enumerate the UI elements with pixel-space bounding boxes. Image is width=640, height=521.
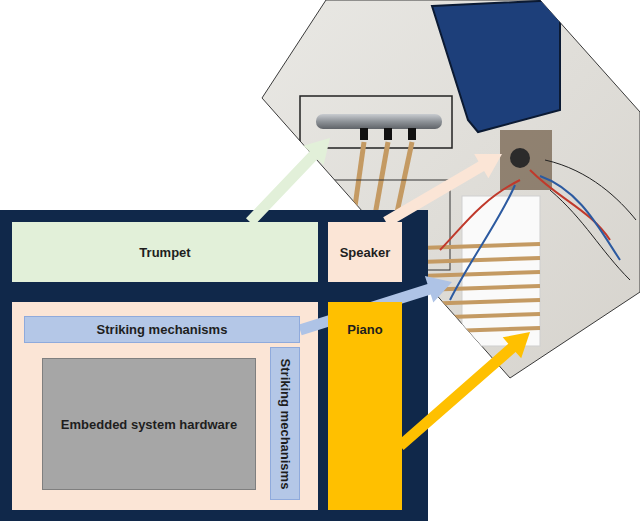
speaker-cone [510,148,530,168]
node-label: Piano [347,322,382,337]
node-label: Striking mechanisms [97,322,228,337]
instrument-box: Trumpet [12,222,318,282]
leader-arrow [383,154,502,227]
wires [545,160,636,280]
valve [384,128,392,140]
trumpet-tube [316,114,442,129]
controller-region [12,302,318,510]
wires [440,170,610,250]
node-label: Speaker [340,245,391,260]
node-label: Striking mechanisms [278,358,293,489]
instrument-box: Speaker [328,222,402,282]
photo-frame [262,0,640,378]
hardware-box: Embedded system hardware [42,358,256,490]
node-label: Embedded system hardware [61,417,237,432]
system-panel [0,210,428,521]
mechanism-bar: Striking mechanisms [24,316,300,343]
leader-arrow [246,138,330,226]
instrument-photo [262,0,640,378]
node-label: Trumpet [139,245,190,260]
instrument-box: Piano [328,302,402,510]
speaker-board [500,130,552,190]
leader-arrow [396,332,530,450]
solar-panel [432,0,560,132]
valve [408,128,416,140]
valve [360,128,368,140]
mechanism-bar: Striking mechanisms [270,347,300,500]
